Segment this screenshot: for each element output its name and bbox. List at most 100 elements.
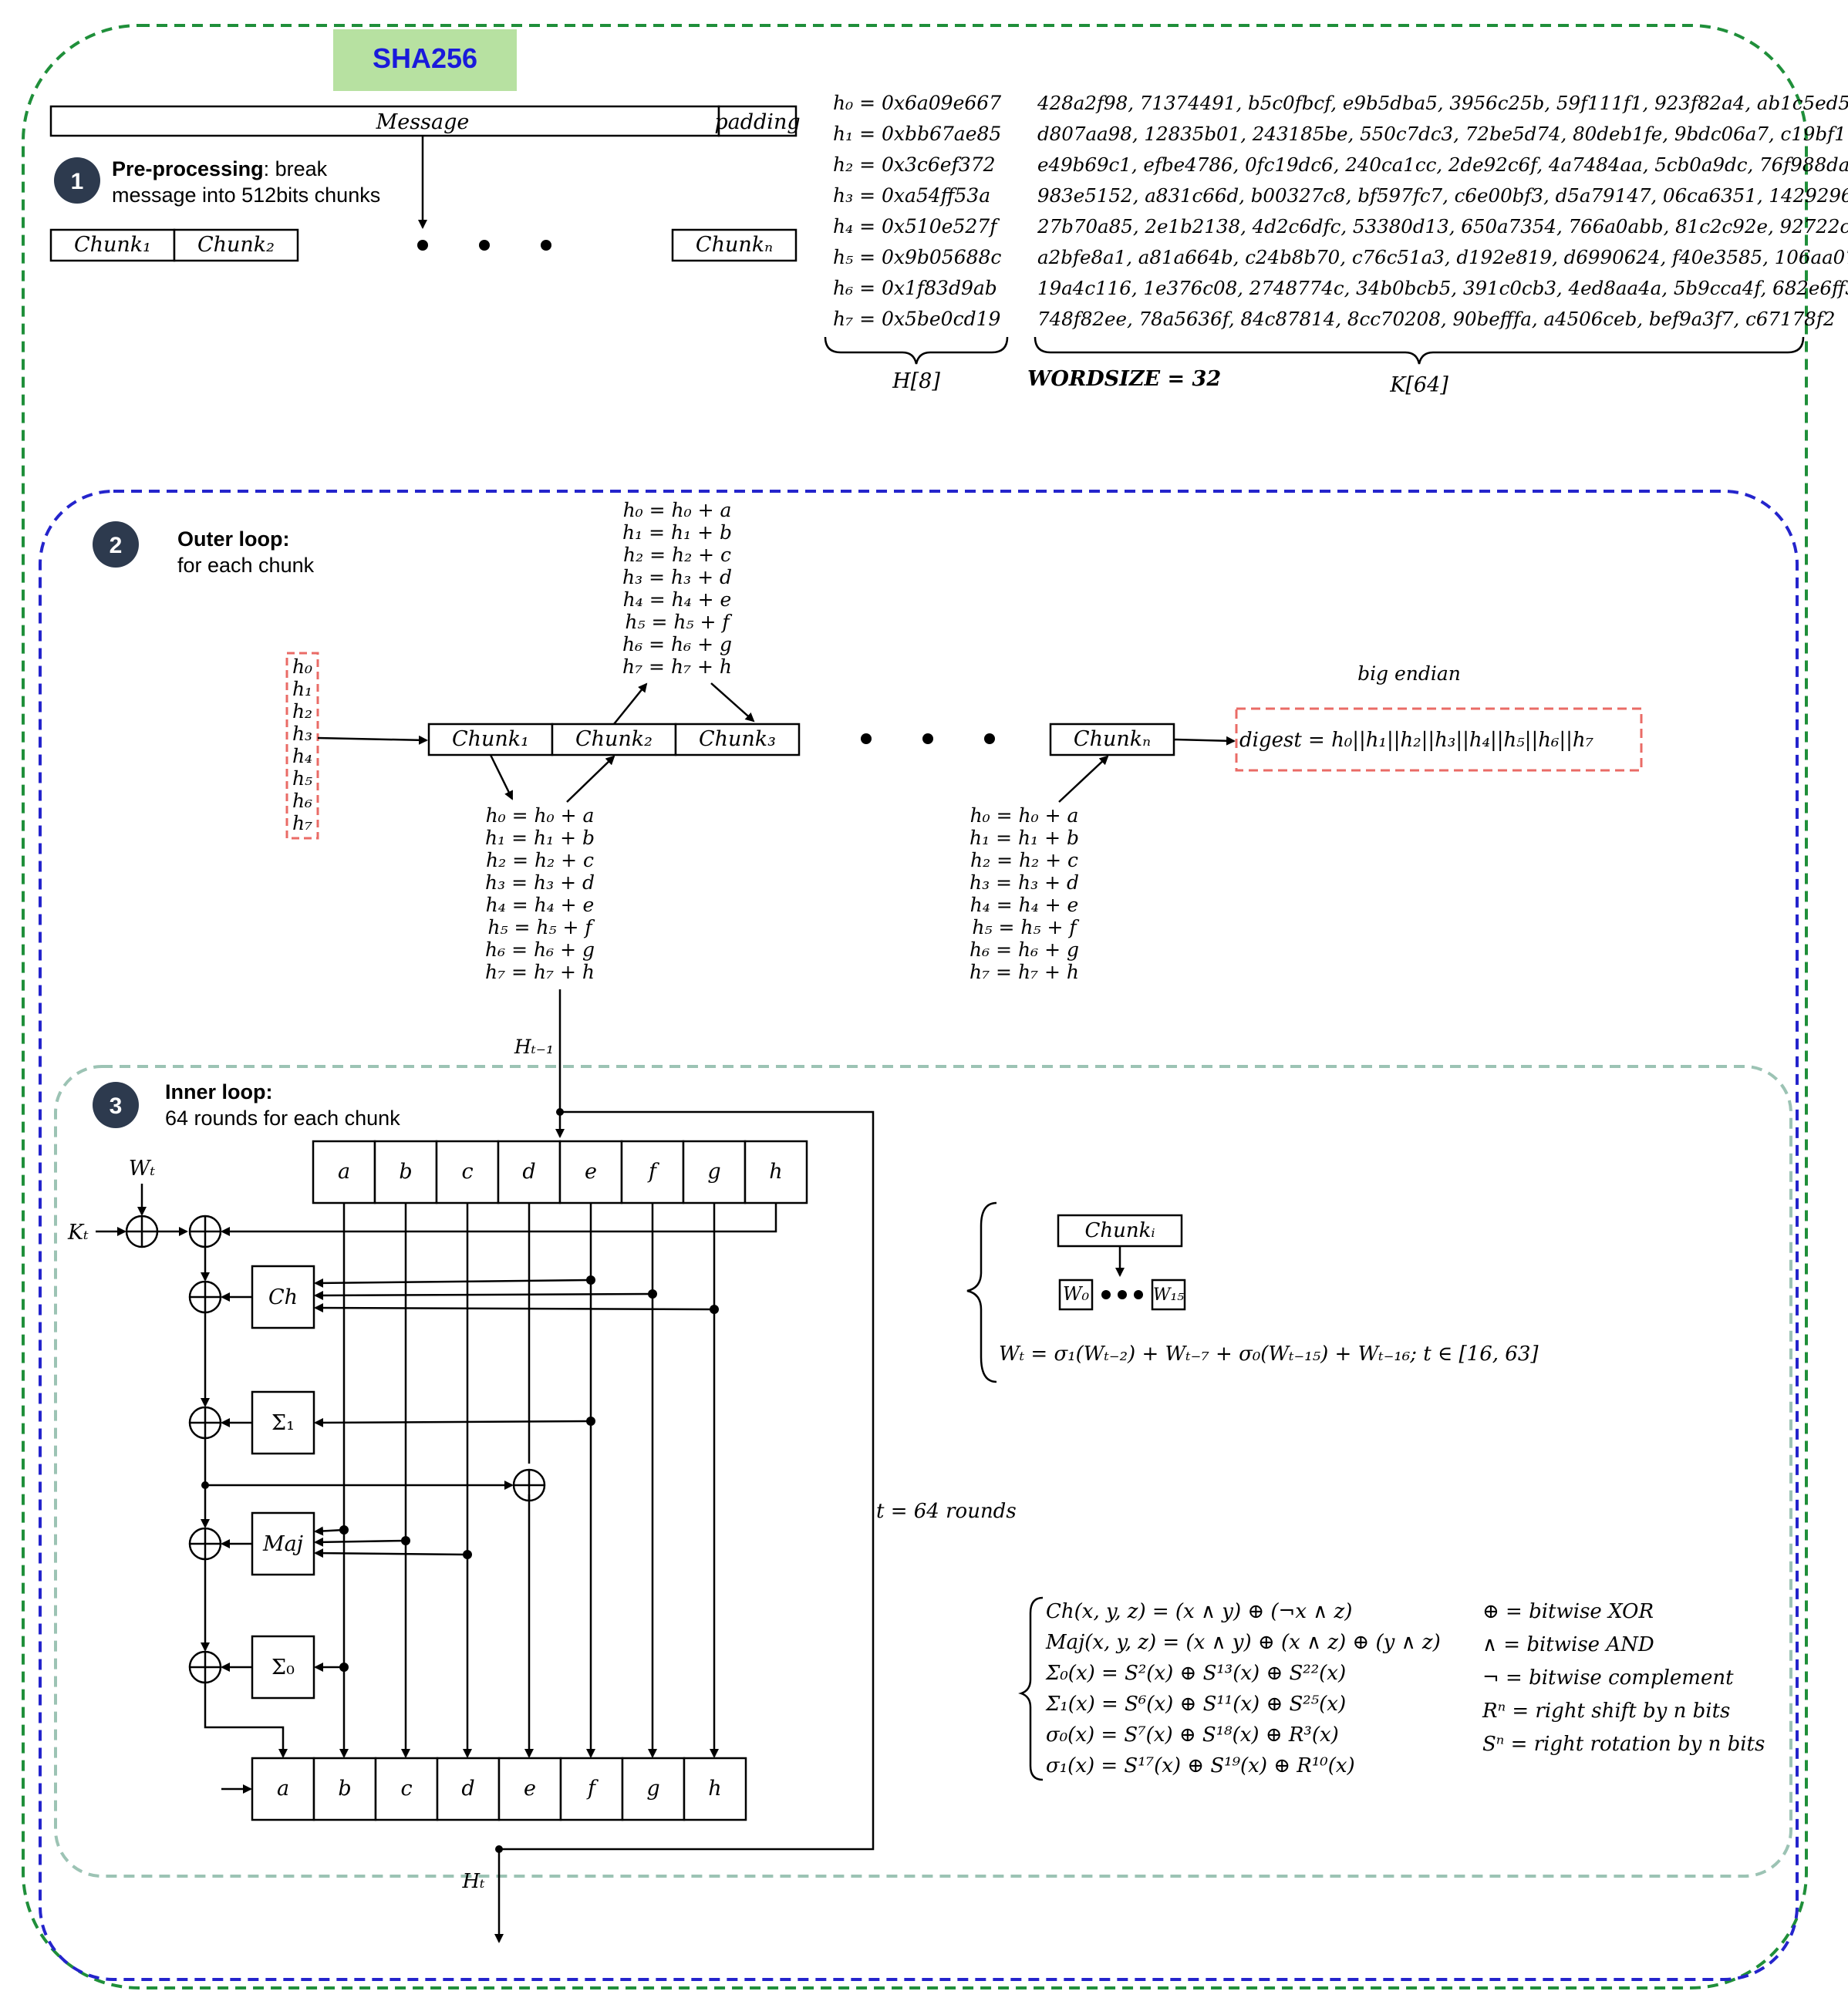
k-brace <box>1034 336 1805 365</box>
step-3-badge <box>93 1082 139 1128</box>
ch-label: Ch <box>268 1285 298 1309</box>
register-box <box>436 1757 501 1821</box>
step-3-number: 3 <box>110 1093 123 1119</box>
ellipsis-dot <box>417 240 428 251</box>
h-constant: h₅ = 0x9b05688c <box>833 246 1001 268</box>
preprocess-heading: Pre-processing: break <box>112 157 328 180</box>
chunk1-box <box>49 228 176 262</box>
ellipsis-dot <box>861 733 872 744</box>
update-line: h₀ = h₀ + a <box>623 499 732 521</box>
update-line: h₄ = h₄ + e <box>970 894 1079 916</box>
update-line: h₁ = h₁ + b <box>485 827 595 849</box>
register-label: h <box>769 1160 782 1184</box>
update-line: h₁ = h₁ + b <box>970 827 1079 849</box>
wt-label: Wₜ <box>129 1157 156 1181</box>
function-line: Σ₀(x) = S²(x) ⊕ S¹³(x) ⊕ S²²(x) <box>1045 1662 1346 1685</box>
register-label: c <box>400 1777 412 1801</box>
chunk-i-label: Chunkᵢ <box>1084 1219 1155 1242</box>
w15-box <box>1151 1279 1186 1311</box>
adder-h <box>188 1215 222 1248</box>
legend-line: Rⁿ = right shift by n bits <box>1482 1700 1730 1723</box>
digest-formula: digest = h₀||h₁||h₂||h₃||h₄||h₅||h₆||h₇ <box>1239 729 1594 752</box>
register-label: b <box>338 1777 351 1801</box>
function-line: Maj(x, y, z) = (x ∧ y) ⊕ (x ∧ z) ⊕ (y ∧ … <box>1045 1631 1441 1654</box>
b-to-maj <box>314 1537 406 1547</box>
chunk2-label: Chunk₂ <box>197 233 275 257</box>
ellipsis-dot <box>479 240 490 251</box>
adder-ch <box>188 1280 222 1314</box>
h-stack-item: h₃ <box>292 723 312 745</box>
sigma0-label: Σ₀ <box>271 1656 295 1680</box>
chunkn-label: Chunkₙ <box>696 233 773 257</box>
k-row: a2bfe8a1, a81a664b, c24b8b70, c76c51a3, … <box>1037 246 1848 268</box>
k-array-label: K[64] <box>1389 373 1448 397</box>
update-line: h₆ = h₆ + g <box>485 938 595 961</box>
outer-chunk1-label: Chunk₁ <box>452 727 529 751</box>
update-to-chunkn-arrow <box>1058 755 1109 803</box>
register-label: a <box>277 1777 289 1801</box>
xor-d <box>512 1468 546 1502</box>
adder-sigma1 <box>188 1406 222 1440</box>
chunk1-to-update-arrow <box>489 754 514 800</box>
outer-heading: Outer loop: <box>177 527 289 551</box>
step-2-badge <box>93 521 139 568</box>
h-stack: h₀ h₁ h₂ h₃ h₄ h₅ h₆ h₇ <box>292 655 312 834</box>
step-2-number: 2 <box>110 533 123 558</box>
function-line: Ch(x, y, z) = (x ∧ y) ⊕ (¬x ∧ z) <box>1046 1600 1352 1623</box>
c-to-maj <box>314 1548 468 1558</box>
wordsize-label: WORDSIZE = 32 <box>1027 367 1221 391</box>
preprocess-desc: message into 512bits chunks <box>112 184 380 207</box>
ellipsis-dot <box>922 733 933 744</box>
ellipsis-dot <box>984 733 995 744</box>
h-constant: h₂ = 0x3c6ef372 <box>833 153 996 176</box>
wire-to-a <box>204 1683 288 1758</box>
adder-wk <box>125 1215 159 1248</box>
step-1-number: 1 <box>71 169 84 194</box>
update-to-chunk3-arrow <box>710 682 755 723</box>
k-row: d807aa98, 12835b01, 243185be, 550c7dc3, … <box>1037 123 1848 145</box>
h-constant: h₀ = 0x6a09e667 <box>833 92 1001 114</box>
maj-label: Maj <box>262 1532 303 1556</box>
h-brace <box>824 336 1009 365</box>
outer-desc: for each chunk <box>177 554 315 577</box>
update-line: h₂ = h₂ + c <box>486 849 594 871</box>
k-constants: 428a2f98, 71374491, b5c0fbcf, e9b5dba5, … <box>1037 92 1848 330</box>
h-constant: h₇ = 0x5be0cd19 <box>833 308 1000 330</box>
h-stack-box <box>285 652 319 840</box>
register-label: c <box>461 1160 473 1184</box>
title: SHA256 <box>373 42 477 74</box>
update-line: h₆ = h₆ + g <box>622 633 732 655</box>
h-stack-item: h₂ <box>292 700 312 723</box>
h-stack-arrow <box>317 735 428 745</box>
h-prev-label: Hₜ₋₁ <box>514 1036 554 1058</box>
register-row-top: a b c d e f g h <box>312 1140 808 1204</box>
message-box <box>49 105 720 137</box>
update-line: h₅ = h₅ + f <box>487 916 595 938</box>
frame-inner-loop-teal <box>54 1065 1792 1878</box>
e-to-sigma1 <box>314 1417 592 1427</box>
kt-label: Kₜ <box>67 1221 89 1245</box>
h-constant: h₃ = 0xa54ff53a <box>833 184 990 207</box>
register-box <box>744 1140 808 1204</box>
w0-box <box>1058 1279 1094 1311</box>
register-box <box>621 1757 686 1821</box>
register-label: e <box>585 1160 597 1184</box>
g-to-ch <box>314 1303 715 1313</box>
inner-desc: 64 rounds for each chunk <box>165 1107 400 1130</box>
outer-chunk3-label: Chunk₃ <box>699 727 776 751</box>
h-stack-item: h₁ <box>292 678 312 700</box>
ellipsis-dot <box>1134 1290 1143 1299</box>
step-1-badge <box>54 157 100 204</box>
register-box <box>558 1140 623 1204</box>
update-line: h₆ = h₆ + g <box>970 938 1079 961</box>
h-stack-item: h₄ <box>292 745 312 767</box>
outer-chunkn-label: Chunkₙ <box>1074 727 1151 751</box>
function-line: σ₀(x) = S⁷(x) ⊕ S¹⁸(x) ⊕ R³(x) <box>1046 1723 1339 1747</box>
update-line: h₄ = h₄ + e <box>623 588 732 611</box>
h-stack-item: h₅ <box>292 767 312 790</box>
register-box <box>620 1140 685 1204</box>
w-formula: Wₜ = σ₁(Wₜ₋₂) + Wₜ₋₇ + σ₀(Wₜ₋₁₅) + Wₜ₋₁₆… <box>999 1343 1539 1366</box>
ellipsis-dot <box>541 240 551 251</box>
update-block-top: h₀ = h₀ + a h₁ = h₁ + b h₂ = h₂ + c h₃ =… <box>622 499 732 678</box>
outer-chunk3-box <box>674 723 801 756</box>
